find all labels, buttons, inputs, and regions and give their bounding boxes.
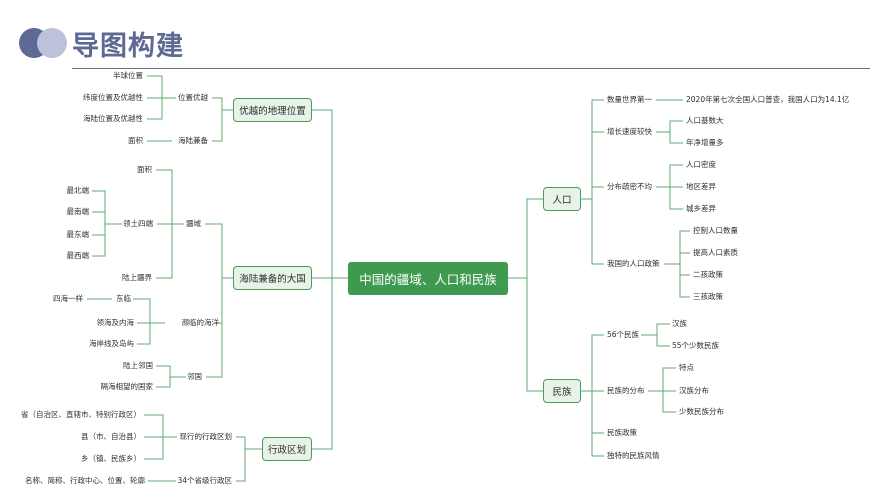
- branch-population: 人口: [543, 187, 581, 211]
- node-improve-quality: 提高人口素质: [693, 248, 738, 257]
- node-ethnic-customs: 独特的民族风情: [607, 451, 660, 460]
- node-hemisphere-position: 半球位置: [113, 71, 143, 80]
- node-34-provinces: 34个省级行政区: [177, 476, 232, 485]
- node-fast-growth: 增长速度较快: [607, 127, 652, 136]
- node-position-advantage: 位置优越: [178, 93, 208, 102]
- node-regional-difference: 地区差异: [686, 182, 716, 191]
- node-han-distribution: 汉族分布: [679, 386, 709, 395]
- node-census-detail: 2020年第七次全国人口普查，我国人口为14.1亿: [686, 95, 850, 104]
- node-territory-extremes: 领土四端: [123, 219, 153, 228]
- node-sea-neighbors: 隔海相望的国家: [100, 382, 154, 391]
- root-node: 中国的疆域、人口和民族: [348, 262, 508, 295]
- node-territorial-waters: 领海及内海: [96, 318, 135, 327]
- header-dot-light: [37, 28, 67, 58]
- node-westernmost: 最西端: [66, 251, 90, 260]
- node-current-division: 现行的行政区划: [179, 432, 233, 441]
- node-area: 面积: [128, 136, 143, 145]
- node-two-child-policy: 二孩政策: [693, 270, 723, 279]
- node-latitude-position: 纬度位置及优越性: [83, 93, 143, 102]
- node-largest-population: 数量世界第一: [607, 95, 652, 104]
- node-county-level: 县（市、自治县）: [81, 432, 141, 441]
- node-land-sea-position: 海陆位置及优越性: [83, 114, 143, 123]
- node-east-border: 东临: [116, 294, 131, 303]
- node-adjacent-seas: 濒临的海洋: [181, 318, 220, 327]
- node-ethnic-policy: 民族政策: [607, 428, 637, 437]
- node-population-density: 人口密度: [686, 160, 716, 169]
- node-large-base: 人口基数大: [686, 116, 724, 125]
- node-four-seas: 四海一样: [53, 294, 83, 303]
- branch-ethnicity: 民族: [543, 379, 581, 403]
- node-land-neighbors: 陆上邻国: [123, 361, 153, 370]
- node-minority-distribution: 少数民族分布: [679, 407, 724, 416]
- node-characteristics: 特点: [679, 363, 694, 372]
- node-annual-increase: 年净增量多: [686, 138, 724, 147]
- node-population-policy: 我国的人口政策: [607, 259, 660, 268]
- node-township-level: 乡（镇、民族乡）: [81, 454, 141, 463]
- node-uneven-distribution: 分布疏密不均: [607, 182, 652, 191]
- node-55-minorities: 55个少数民族: [672, 341, 720, 350]
- node-coastline-islands: 海岸线及岛屿: [89, 339, 134, 348]
- header-divider: [72, 68, 870, 69]
- node-northernmost: 最北端: [66, 186, 90, 195]
- node-three-child-policy: 三孩政策: [693, 292, 723, 301]
- node-56-ethnic-groups: 56个民族: [607, 330, 640, 339]
- branch-administrative-division: 行政区划: [262, 437, 312, 461]
- node-land-sea-both: 海陆兼备: [178, 136, 208, 145]
- node-easternmost: 最东端: [66, 230, 90, 239]
- node-territory: 疆域: [186, 219, 201, 228]
- node-control-quantity: 控制人口数量: [693, 226, 738, 235]
- branch-land-sea-country: 海陆兼备的大国: [233, 266, 312, 290]
- node-neighbors: 邻国: [187, 372, 202, 381]
- page-title: 导图构建: [72, 31, 184, 62]
- node-han: 汉族: [672, 319, 687, 328]
- node-territory-area: 面积: [137, 165, 152, 174]
- node-urban-rural-difference: 城乡差异: [686, 204, 716, 213]
- node-ethnic-distribution: 民族的分布: [607, 386, 645, 395]
- node-province-level: 省（自治区、直辖市、特别行政区）: [21, 410, 141, 419]
- branch-geographic-location: 优越的地理位置: [233, 98, 312, 122]
- node-province-details: 名称、简称、行政中心、位置、轮廓: [25, 476, 145, 485]
- node-land-border: 陆上疆界: [122, 273, 152, 282]
- node-southernmost: 最南端: [66, 207, 90, 216]
